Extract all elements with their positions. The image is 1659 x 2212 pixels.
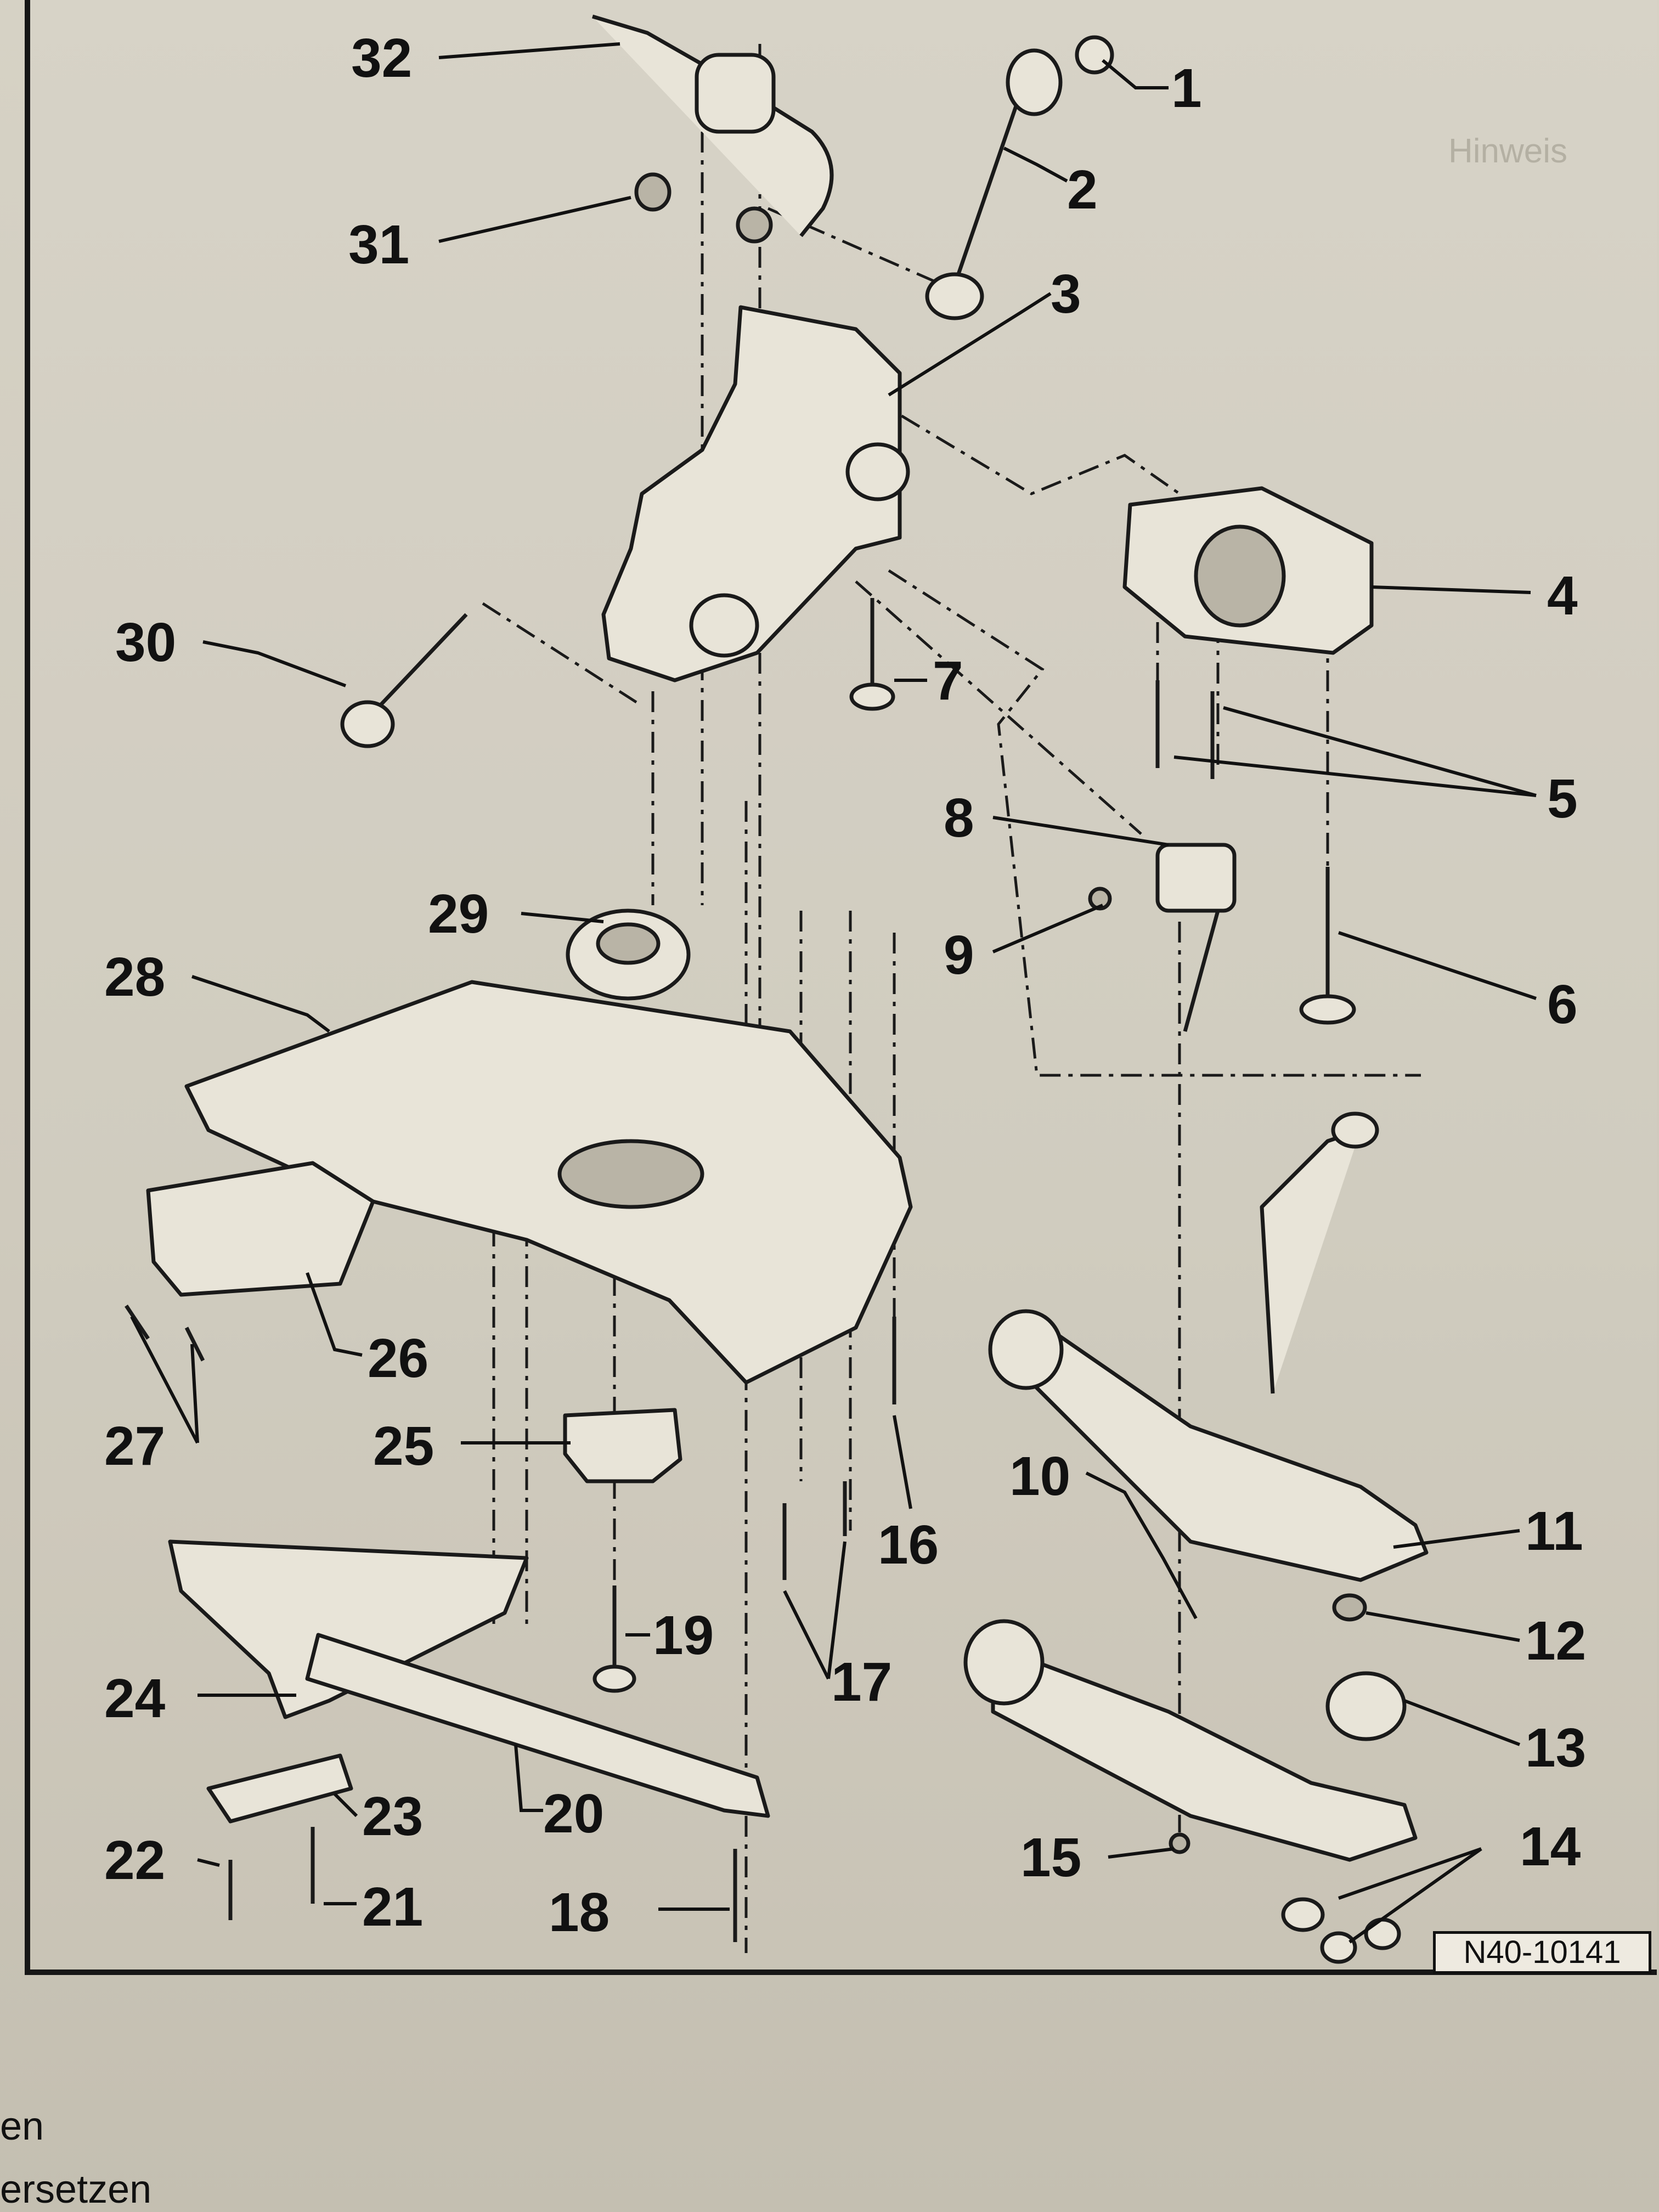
callout-labels: 1 2 3 4 5 6 7 8 9 10 11 12 13 14 15 16 1…: [104, 27, 1586, 1943]
callout-16: 16: [878, 1514, 939, 1576]
callout-25: 25: [373, 1415, 434, 1477]
page-fragment-1: en: [0, 2104, 44, 2148]
callout-30: 30: [115, 612, 176, 673]
callout-1: 1: [1171, 58, 1202, 119]
reference-code-text: N40-10141: [1463, 1934, 1621, 1970]
callout-27: 27: [104, 1415, 165, 1477]
callout-32: 32: [351, 27, 412, 89]
callout-12: 12: [1525, 1610, 1586, 1672]
callout-18: 18: [549, 1882, 610, 1943]
callout-28: 28: [104, 946, 165, 1008]
callout-24: 24: [104, 1668, 166, 1729]
callout-15: 15: [1020, 1827, 1081, 1888]
callout-8: 8: [944, 787, 974, 849]
leader-lines: [130, 42, 1537, 1944]
callout-20: 20: [543, 1783, 604, 1844]
callout-10: 10: [1009, 1446, 1070, 1507]
callout-6: 6: [1547, 974, 1578, 1035]
bleed-through: Hinweis: [1448, 132, 1568, 170]
callout-11: 11: [1525, 1500, 1583, 1562]
callout-19: 19: [653, 1605, 714, 1666]
callout-9: 9: [944, 924, 974, 986]
callout-4: 4: [1547, 565, 1578, 627]
callout-14: 14: [1520, 1816, 1581, 1877]
callout-3: 3: [1051, 263, 1081, 325]
callout-5: 5: [1547, 768, 1578, 830]
page-fragment-2: ersetzen: [0, 2168, 152, 2211]
callout-29: 29: [428, 883, 489, 945]
callout-2: 2: [1067, 159, 1098, 221]
callout-31: 31: [348, 214, 409, 275]
callout-22: 22: [104, 1830, 165, 1891]
parts: [125, 14, 1429, 1964]
callout-13: 13: [1525, 1717, 1586, 1779]
callout-7: 7: [933, 650, 963, 712]
callout-26: 26: [368, 1328, 428, 1389]
figure-reference-code: N40-10141: [1433, 1931, 1651, 1974]
callout-17: 17: [831, 1651, 892, 1713]
callout-23: 23: [362, 1786, 423, 1847]
callout-21: 21: [362, 1876, 423, 1938]
